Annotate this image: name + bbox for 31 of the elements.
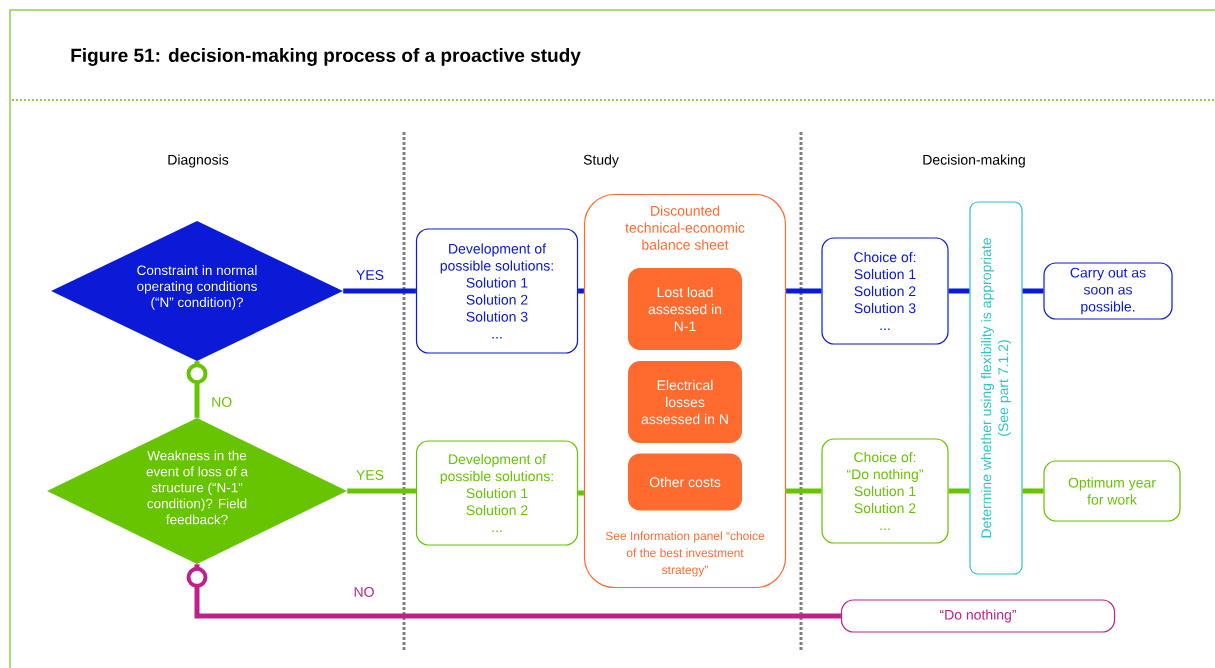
flexibility-box: Determine whether using flexibility is appropriate (See part 7.1.2) xyxy=(969,201,1023,575)
cost-box: Lost load assessed in N-1 xyxy=(628,268,742,350)
cost-box: Other costs xyxy=(628,453,742,511)
cost-box: Electrical losses assessed in N xyxy=(628,361,742,443)
connector-line xyxy=(578,490,584,496)
process-box: Development of possible solutions: Solution 1 Solution 2 ... xyxy=(415,440,579,546)
connector-line xyxy=(347,488,416,494)
connector-line xyxy=(948,488,970,494)
edge-label: YES xyxy=(356,470,384,480)
column-heading: Diagnosis xyxy=(168,154,229,168)
process-box: Choice of: “Do nothing” Solution 1 Solution 2 ... xyxy=(821,438,949,544)
connector-line xyxy=(578,288,584,294)
column-heading: Decision-making xyxy=(923,154,1025,168)
column-heading: Study xyxy=(583,154,619,168)
connector-line xyxy=(186,361,208,418)
connector-line xyxy=(343,288,416,294)
process-box: Optimum year for work xyxy=(1043,460,1181,522)
connector-line xyxy=(948,288,970,294)
edge-label: YES xyxy=(356,270,384,280)
process-box: Development of possible solutions: Solution 1 Solution 2 Solution 3 ... xyxy=(415,228,579,354)
figure-title: Figure 51: decision-making process of a proactive study xyxy=(71,48,581,66)
process-box: Carry out as soon as possible. xyxy=(1043,262,1173,320)
edge-label: NO xyxy=(354,587,374,597)
connector-line xyxy=(186,564,841,619)
process-box: Choice of: Solution 1 Solution 2 Solution 3 ... xyxy=(821,237,949,345)
connector-line xyxy=(1022,288,1044,294)
process-box: “Do nothing” xyxy=(840,599,1116,633)
connector-line xyxy=(786,288,822,294)
edge-label: NO xyxy=(212,397,232,407)
connector-line xyxy=(786,488,822,494)
connector-line xyxy=(1022,488,1044,494)
